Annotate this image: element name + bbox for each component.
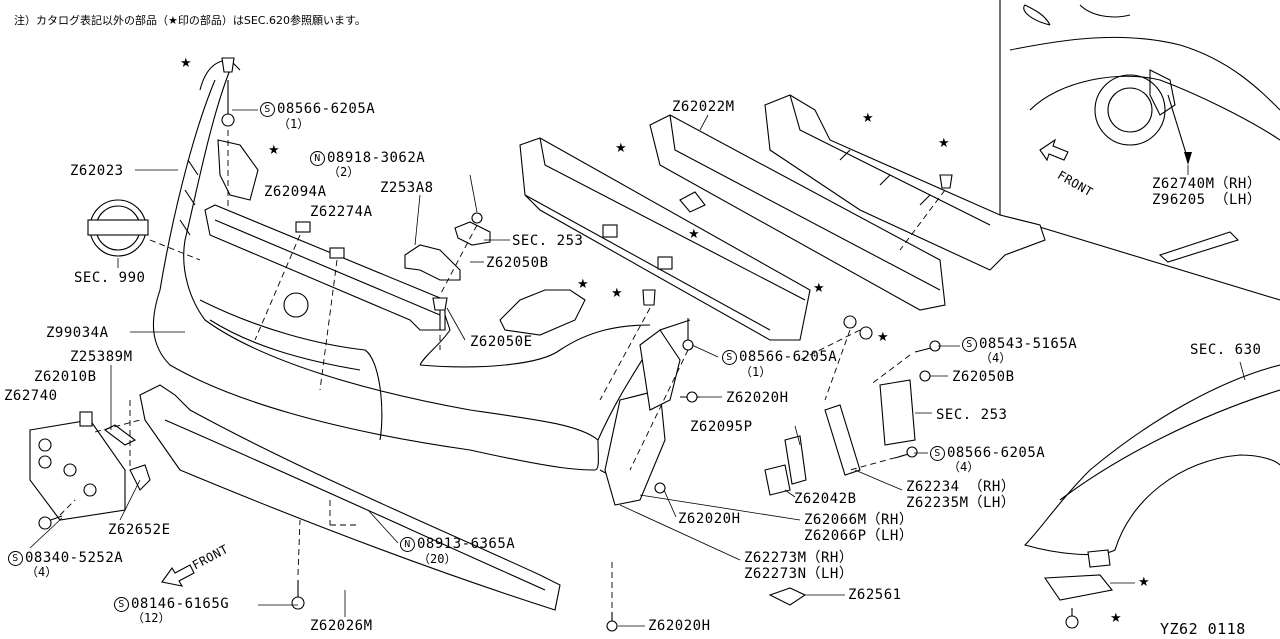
- nut-symbol: N: [310, 151, 325, 166]
- label-z62023: Z62023: [70, 163, 124, 179]
- core-support-upper: [764, 94, 1046, 271]
- label-z62095p: Z62095P: [690, 419, 753, 435]
- part-number: 08918-3062A: [327, 150, 426, 166]
- dashed-lines: [59, 130, 946, 608]
- label-z62050b-top: Z62050B: [486, 255, 549, 271]
- label-z62066m: Z62066M（RH）: [804, 512, 914, 528]
- part-number: 08566-6205A: [947, 445, 1046, 461]
- bolt-symbol: S: [8, 551, 23, 566]
- label-z62022m: Z62022M: [672, 99, 735, 115]
- label-z62010b: Z62010B: [34, 369, 97, 385]
- fastener-qty: （2）: [328, 165, 360, 179]
- nissan-emblem: [87, 199, 149, 257]
- label-sec253-top: SEC. 253: [512, 233, 584, 249]
- label-sec990: SEC. 990: [74, 270, 146, 286]
- nut-symbol: N: [400, 537, 415, 552]
- part-number: 08566-6205A: [277, 101, 376, 117]
- label-z62273n: Z62273N（LH）: [744, 566, 854, 582]
- label-z62094a: Z62094A: [264, 184, 327, 200]
- bolt-symbol: S: [260, 102, 275, 117]
- label-sec253-right: SEC. 253: [936, 407, 1008, 423]
- part-number: 08913-6365A: [417, 536, 516, 552]
- part-number: 08340-5252A: [25, 550, 124, 566]
- part-number: 08566-6205A: [739, 349, 838, 365]
- label-z99034a: Z99034A: [46, 325, 109, 341]
- side-brackets: [604, 329, 681, 506]
- upper-stay: [649, 114, 946, 311]
- label-z25389m: Z25389M: [70, 349, 133, 365]
- star-marker: ★: [1110, 611, 1122, 626]
- label-z62561: Z62561: [848, 587, 902, 603]
- front-arrow-inset: [1039, 138, 1069, 162]
- fastener-qty: （1）: [278, 117, 310, 131]
- front-arrow: [161, 564, 195, 587]
- bolt-symbol: S: [114, 597, 129, 612]
- star-marker: ★: [877, 330, 889, 345]
- label-z62050b-right: Z62050B: [952, 369, 1015, 385]
- fender: [1023, 364, 1280, 601]
- star-marker: ★: [611, 286, 623, 301]
- fastener-qty: （4）: [26, 565, 58, 579]
- label-sec630: SEC. 630: [1190, 342, 1262, 358]
- label-z62050e: Z62050E: [470, 334, 533, 350]
- label-z62652e: Z62652E: [108, 522, 171, 538]
- bolt-symbol: S: [962, 337, 977, 352]
- bumper-reinforcement: [519, 137, 811, 341]
- part-number: 08543-5165A: [979, 336, 1078, 352]
- grille-retainer: [204, 204, 446, 331]
- fastener-qty: （20）: [418, 552, 457, 566]
- star-marker: ★: [180, 56, 192, 71]
- bolt-symbol: S: [930, 446, 945, 461]
- label-z62042b: Z62042B: [794, 491, 857, 507]
- star-marker: ★: [862, 111, 874, 126]
- bolt-symbol: S: [722, 350, 737, 365]
- fastener-symbols: [38, 57, 1079, 632]
- part-number: 08146-6165G: [131, 596, 230, 612]
- star-marker: ★: [1138, 575, 1150, 590]
- label-z62274a: Z62274A: [310, 204, 373, 220]
- catalog-note: 注）カタログ表記以外の部品（★印の部品）はSEC.620参照願います。: [14, 14, 366, 27]
- label-z96205: Z96205 （LH）: [1152, 192, 1262, 208]
- star-marker: ★: [268, 143, 280, 158]
- star-marker: ★: [577, 277, 589, 292]
- bumper-fascia: [152, 59, 691, 496]
- inset-frame: [999, 0, 1280, 301]
- star-marker: ★: [938, 136, 950, 151]
- label-z62066p: Z62066P（LH）: [804, 528, 914, 544]
- label-z62740: Z62740: [4, 388, 58, 404]
- label-z62740m: Z62740M（RH）: [1152, 176, 1262, 192]
- label-z62020h-c: Z62020H: [648, 618, 711, 634]
- lower-spoiler: [139, 384, 561, 611]
- fastener-qty: （1）: [740, 365, 772, 379]
- label-z62020h-b: Z62020H: [678, 511, 741, 527]
- label-z253a8: Z253A8: [380, 180, 434, 196]
- fastener-qty: （4）: [948, 460, 980, 474]
- small-parts: [29, 139, 916, 606]
- star-marker: ★: [615, 141, 627, 156]
- label-z62020h-a: Z62020H: [726, 390, 789, 406]
- fastener-qty: （4）: [980, 351, 1012, 365]
- fastener-qty: （12）: [132, 611, 171, 625]
- leader-lines: [29, 109, 1246, 627]
- label-z62235m: Z62235M（LH）: [906, 495, 1016, 511]
- star-marker: ★: [688, 227, 700, 242]
- label-z62026m: Z62026M: [310, 618, 373, 634]
- illustration-code: YZ62 0118: [1160, 620, 1246, 638]
- label-z62234: Z62234 （RH）: [906, 479, 1016, 495]
- label-z62273m: Z62273M（RH）: [744, 550, 854, 566]
- star-marker: ★: [813, 281, 825, 296]
